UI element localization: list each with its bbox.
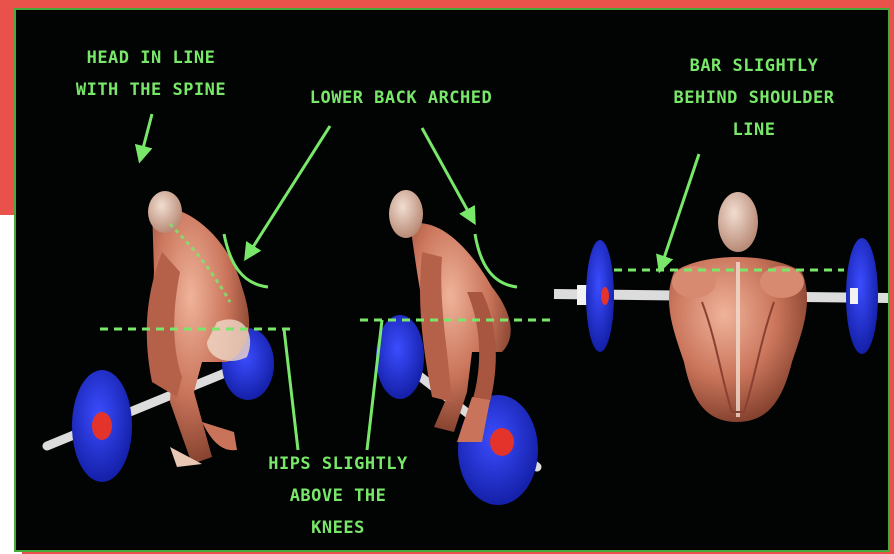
weight-plate — [586, 240, 614, 352]
weight-plate — [376, 315, 424, 399]
head — [148, 191, 182, 233]
lower-back-arrow — [422, 128, 474, 222]
side-view-lifter — [47, 191, 274, 482]
lower-back-arrow — [246, 126, 330, 258]
back-view-lifter — [554, 192, 890, 422]
hips-pointer — [367, 320, 382, 450]
bar-behind-shoulder-label: BAR SLIGHTLY BEHIND SHOULDER LINE — [654, 50, 854, 146]
head — [718, 192, 758, 252]
bar-arrow — [660, 154, 699, 270]
hips-pointer — [284, 329, 298, 450]
head-arrow — [140, 114, 152, 160]
head — [389, 190, 423, 238]
head-in-line-label: HEAD IN LINE WITH THE SPINE — [62, 42, 240, 106]
lower-back-arched-label: LOWER BACK ARCHED — [290, 82, 512, 114]
hips-above-knees-label: HIPS SLIGHTLY ABOVE THE KNEES — [248, 448, 428, 544]
